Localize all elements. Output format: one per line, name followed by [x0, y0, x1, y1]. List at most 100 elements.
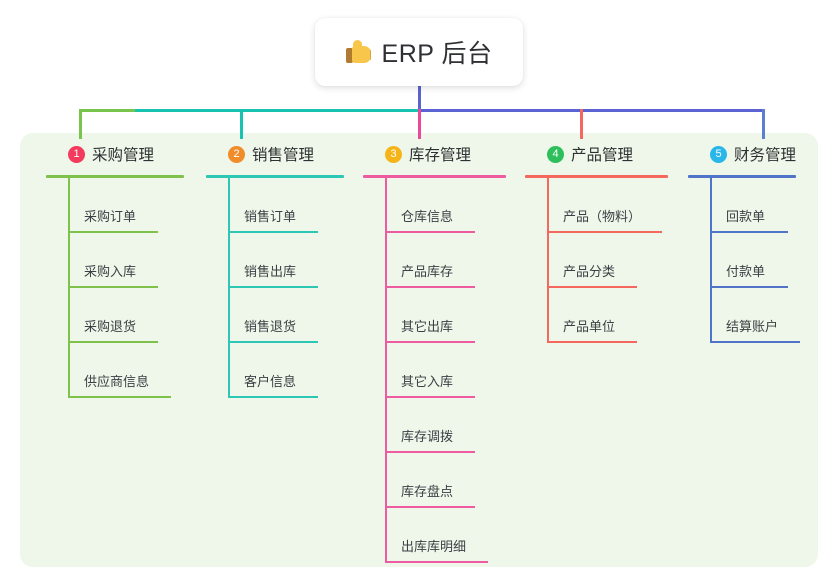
list-item-rule: [385, 286, 475, 288]
list-item-rule: [228, 286, 318, 288]
connector-bus-teal: [134, 109, 419, 112]
list-item-label: 仓库信息: [401, 209, 454, 224]
list-item[interactable]: 采购退货: [46, 288, 206, 343]
list-item-rule: [385, 561, 488, 563]
root-node-card: ERP 后台: [315, 18, 523, 86]
list-item-label: 产品（物料）: [563, 209, 642, 224]
list-item-rule: [385, 231, 475, 233]
list-item-rule: [228, 231, 318, 233]
list-item-rule: [68, 286, 158, 288]
column-items-4: 产品（物料） 产品分类产品单位: [525, 178, 690, 343]
column-items-3: 仓库信息产品库存其它出库其它入库库存调拨库存盘点出库库明细: [363, 178, 528, 563]
column-spine-2: [228, 178, 230, 398]
list-item[interactable]: 库存盘点: [363, 453, 528, 508]
list-item-rule: [68, 396, 171, 398]
column-title-5: 财务管理: [734, 147, 797, 164]
column-title-1: 采购管理: [92, 147, 155, 164]
column-2: 2 销售管理销售订单销售出库销售退货客户信息: [206, 133, 366, 398]
list-item-label: 采购订单: [84, 209, 137, 224]
list-item[interactable]: 付款单: [688, 233, 818, 288]
list-item-rule: [385, 506, 475, 508]
column-title-2: 销售管理: [252, 147, 315, 164]
list-item-label: 采购退货: [84, 319, 137, 334]
column-header-1[interactable]: 1 采购管理: [46, 133, 206, 175]
list-item[interactable]: 采购订单: [46, 178, 206, 233]
list-item-label: 采购入库: [84, 264, 137, 279]
column-badge-1: 1: [68, 145, 85, 163]
connector-bus-green-span: [79, 109, 135, 112]
list-item-label: 产品库存: [401, 264, 454, 279]
column-badge-3: 3: [385, 145, 402, 163]
list-item-rule: [68, 231, 158, 233]
list-item-label: 库存调拨: [401, 429, 454, 444]
column-header-3[interactable]: 3 库存管理: [363, 133, 528, 175]
list-item-label: 销售订单: [244, 209, 297, 224]
column-items-2: 销售订单销售出库销售退货客户信息: [206, 178, 366, 398]
list-item-label: 库存盘点: [401, 484, 454, 499]
column-items-5: 回款单付款单结算账户: [688, 178, 818, 343]
list-item-label: 回款单: [726, 209, 766, 224]
list-item[interactable]: 回款单: [688, 178, 818, 233]
column-header-rule-2: [206, 175, 344, 178]
connector-drop-col1: [79, 109, 82, 139]
column-spine-5: [710, 178, 712, 343]
list-item[interactable]: 产品（物料）: [525, 178, 690, 233]
list-item-rule: [385, 341, 475, 343]
list-item-label: 出库库明细: [401, 539, 467, 554]
diagram-panel: [20, 133, 818, 567]
column-header-4[interactable]: 4 产品管理: [525, 133, 690, 175]
list-item[interactable]: 仓库信息: [363, 178, 528, 233]
list-item[interactable]: 产品单位: [525, 288, 690, 343]
list-item[interactable]: 客户信息: [206, 343, 366, 398]
list-item[interactable]: 出库库明细: [363, 508, 528, 563]
column-items-1: 采购订单采购入库采购退货供应商信息: [46, 178, 206, 398]
column-header-rule-5: [688, 175, 796, 178]
column-header-rule-3: [363, 175, 506, 178]
list-item-label: 销售出库: [244, 264, 297, 279]
connector-drop-col3: [418, 109, 421, 139]
column-title-3: 库存管理: [409, 147, 472, 164]
list-item-label: 其它出库: [401, 319, 454, 334]
list-item-rule: [68, 341, 158, 343]
column-3: 3 库存管理仓库信息产品库存其它出库其它入库库存调拨库存盘点出库库明细: [363, 133, 528, 563]
list-item-label: 销售退货: [244, 319, 297, 334]
list-item[interactable]: 其它出库: [363, 288, 528, 343]
list-item-label: 供应商信息: [84, 374, 150, 389]
list-item[interactable]: 库存调拨: [363, 398, 528, 453]
root-node-title: ERP 后台: [381, 40, 493, 68]
list-item[interactable]: 销售出库: [206, 233, 366, 288]
list-item-rule: [228, 341, 318, 343]
list-item-label: 结算账户: [726, 319, 779, 334]
connector-drop-col5: [762, 109, 765, 139]
column-badge-2: 2: [228, 145, 245, 163]
list-item-label: 产品单位: [563, 319, 616, 334]
list-item-rule: [710, 231, 788, 233]
list-item[interactable]: 销售退货: [206, 288, 366, 343]
list-item-label: 客户信息: [244, 374, 297, 389]
list-item[interactable]: 结算账户: [688, 288, 818, 343]
list-item-rule: [385, 396, 475, 398]
list-item-rule: [385, 451, 475, 453]
column-spine-3: [385, 178, 387, 563]
list-item[interactable]: 产品库存: [363, 233, 528, 288]
list-item[interactable]: 供应商信息: [46, 343, 206, 398]
list-item-label: 产品分类: [563, 264, 616, 279]
connector-bus-blue: [419, 109, 764, 112]
column-header-rule-4: [525, 175, 668, 178]
list-item-rule: [547, 286, 637, 288]
list-item[interactable]: 其它入库: [363, 343, 528, 398]
connector-trunk: [418, 86, 421, 111]
list-item[interactable]: 销售订单: [206, 178, 366, 233]
column-header-2[interactable]: 2 销售管理: [206, 133, 366, 175]
list-item[interactable]: 采购入库: [46, 233, 206, 288]
list-item-rule: [228, 396, 318, 398]
column-title-4: 产品管理: [571, 147, 634, 164]
list-item[interactable]: 产品分类: [525, 233, 690, 288]
column-badge-4: 4: [547, 145, 564, 163]
connector-drop-col2: [240, 109, 243, 139]
column-container: 1 采购管理采购订单采购入库采购退货供应商信息 2 销售管理销售订单销售出库销售退货客…: [20, 133, 818, 567]
column-spine-4: [547, 178, 549, 343]
